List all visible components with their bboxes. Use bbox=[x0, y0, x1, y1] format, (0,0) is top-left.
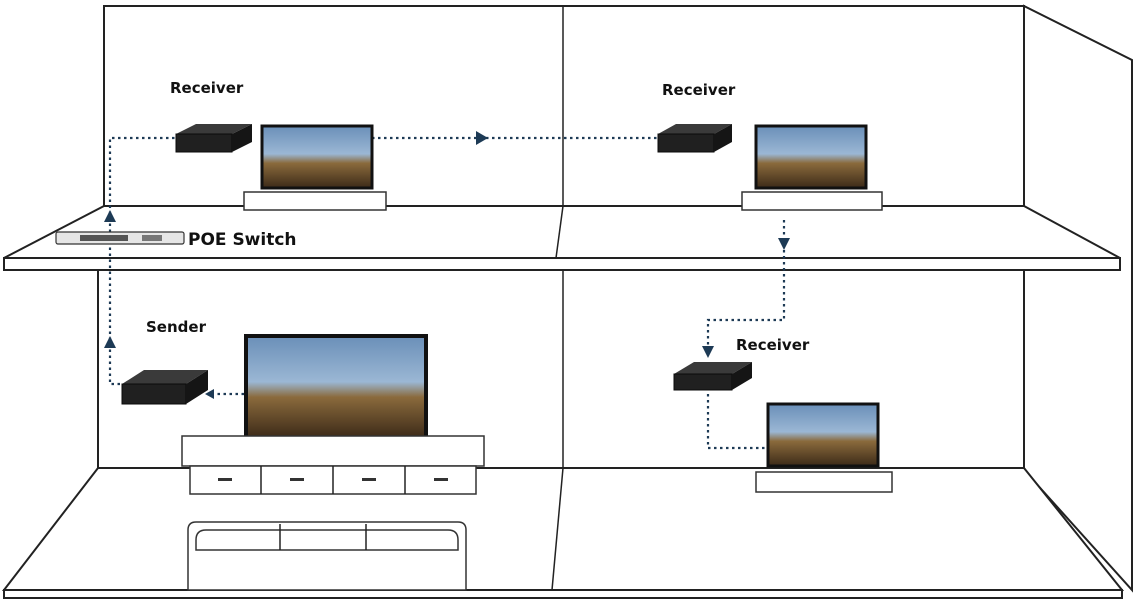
upper-left-tv-screen bbox=[260, 124, 374, 190]
living-room-tv-screen bbox=[244, 334, 428, 440]
poe-switch bbox=[55, 231, 185, 245]
path-receiver-to-tv-lower bbox=[706, 388, 770, 450]
sofa bbox=[187, 521, 467, 591]
poe-switch-port-right bbox=[142, 235, 162, 241]
upper-floor-divider bbox=[555, 205, 564, 259]
upper-left-receiver bbox=[175, 124, 252, 153]
receiver-top-left-label: Receiver bbox=[170, 79, 244, 97]
arrow-down-upper-right bbox=[778, 238, 790, 250]
arrow-right-upper bbox=[476, 131, 488, 145]
arrow-up-upper bbox=[104, 210, 116, 222]
path-upper-right-down bbox=[706, 220, 786, 352]
living-room-tv bbox=[244, 334, 428, 447]
upper-left-tv-stand bbox=[243, 191, 387, 211]
roof-edge bbox=[1023, 5, 1133, 61]
arrow-into-sender bbox=[205, 389, 214, 399]
upper-right-tv-screen bbox=[754, 124, 868, 190]
ground-floor-divider bbox=[551, 467, 564, 591]
path-sender-to-switch bbox=[108, 244, 120, 386]
signal-paths bbox=[104, 131, 790, 450]
upper-right-receiver bbox=[657, 124, 732, 153]
ground-floor-edge bbox=[3, 589, 1123, 599]
upper-left-tv bbox=[243, 124, 387, 211]
receiver-bottom-right-label: Receiver bbox=[736, 336, 810, 354]
upper-right-tv-stand bbox=[741, 191, 883, 211]
lower-right-tv bbox=[755, 402, 893, 493]
upper-floor-wall bbox=[103, 5, 1025, 207]
arrow-down-lower-right bbox=[702, 346, 714, 358]
upper-floor-slab-edge bbox=[3, 257, 1121, 271]
lower-right-tv-stand bbox=[755, 471, 893, 493]
lower-right-tv-screen bbox=[766, 402, 880, 468]
ground-floor bbox=[1, 467, 1125, 591]
upper-right-tv bbox=[741, 124, 883, 211]
tv-console-top bbox=[181, 435, 485, 467]
sender-box bbox=[121, 370, 208, 405]
poe-switch-ports bbox=[80, 235, 128, 241]
lower-right-receiver bbox=[673, 362, 752, 391]
arrow-up-lower bbox=[104, 336, 116, 348]
tv-console bbox=[181, 435, 485, 495]
receiver-top-right-label: Receiver bbox=[662, 81, 736, 99]
path-switch-to-receivers bbox=[108, 136, 176, 232]
sender-label: Sender bbox=[146, 318, 207, 336]
poe-switch-label: POE Switch bbox=[188, 230, 297, 250]
